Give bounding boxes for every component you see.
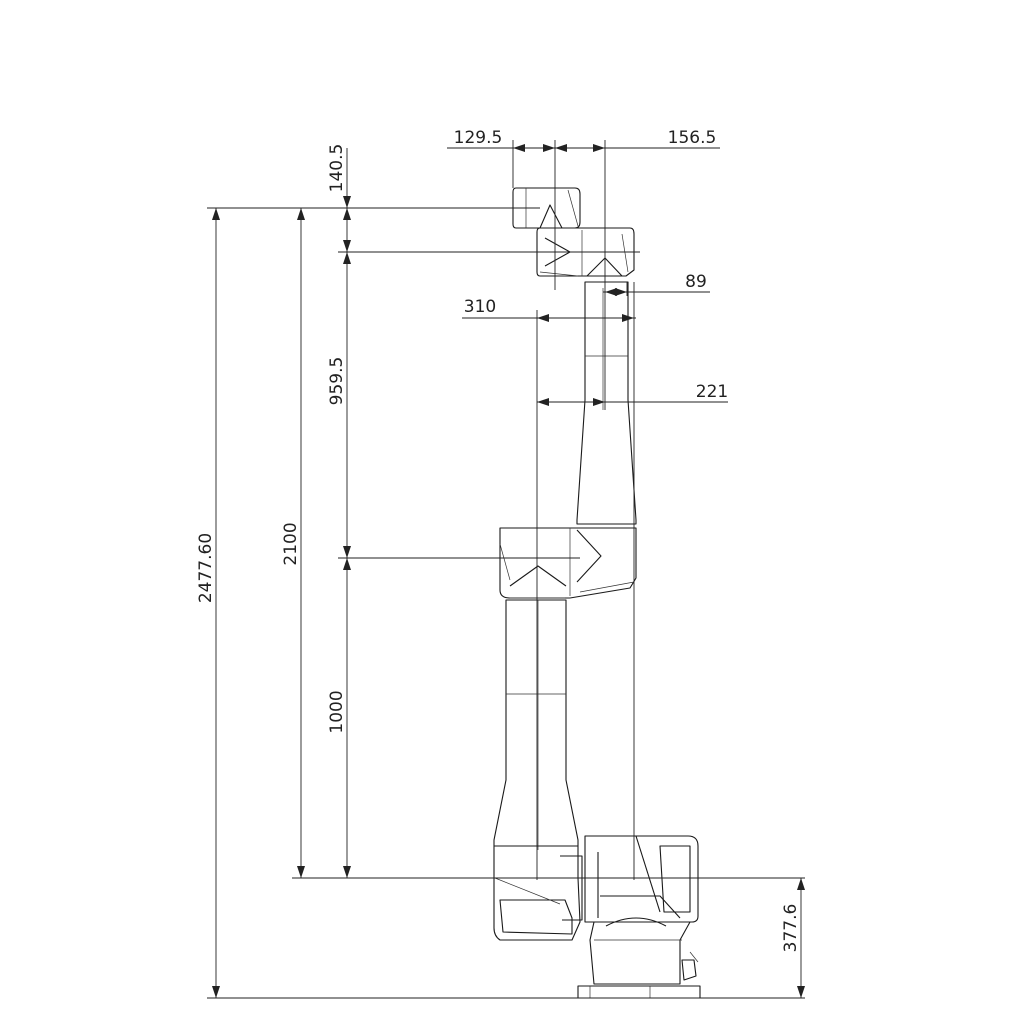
dim-label-elbow-mid: 221 xyxy=(696,382,728,402)
base-joint xyxy=(560,835,699,923)
reference-lines xyxy=(207,140,805,999)
dim-label-upper-arm: 959.5 xyxy=(327,357,347,406)
pedestal xyxy=(577,917,701,999)
dim-label-total-height: 2477.60 xyxy=(196,533,216,603)
dimension-lines xyxy=(212,144,805,998)
dim-label-base-height: 377.6 xyxy=(781,904,801,953)
dim-label-wrist-right: 156.5 xyxy=(668,128,717,148)
dim-label-reach-height: 2100 xyxy=(281,522,301,565)
dim-label-elbow-small: 89 xyxy=(685,272,707,292)
robot-arm-outline xyxy=(493,187,701,999)
upper-arm xyxy=(576,281,637,525)
elbow-joint xyxy=(499,527,637,599)
lower-arm xyxy=(493,599,579,850)
dimension-labels: 2477.60 2100 1000 959.5 140.5 377.6 129.… xyxy=(196,128,801,952)
dim-label-wrist-top: 140.5 xyxy=(327,144,347,193)
dim-label-lower-arm: 1000 xyxy=(327,690,347,733)
dim-label-elbow-width: 310 xyxy=(464,297,496,317)
dim-label-wrist-left: 129.5 xyxy=(454,128,503,148)
